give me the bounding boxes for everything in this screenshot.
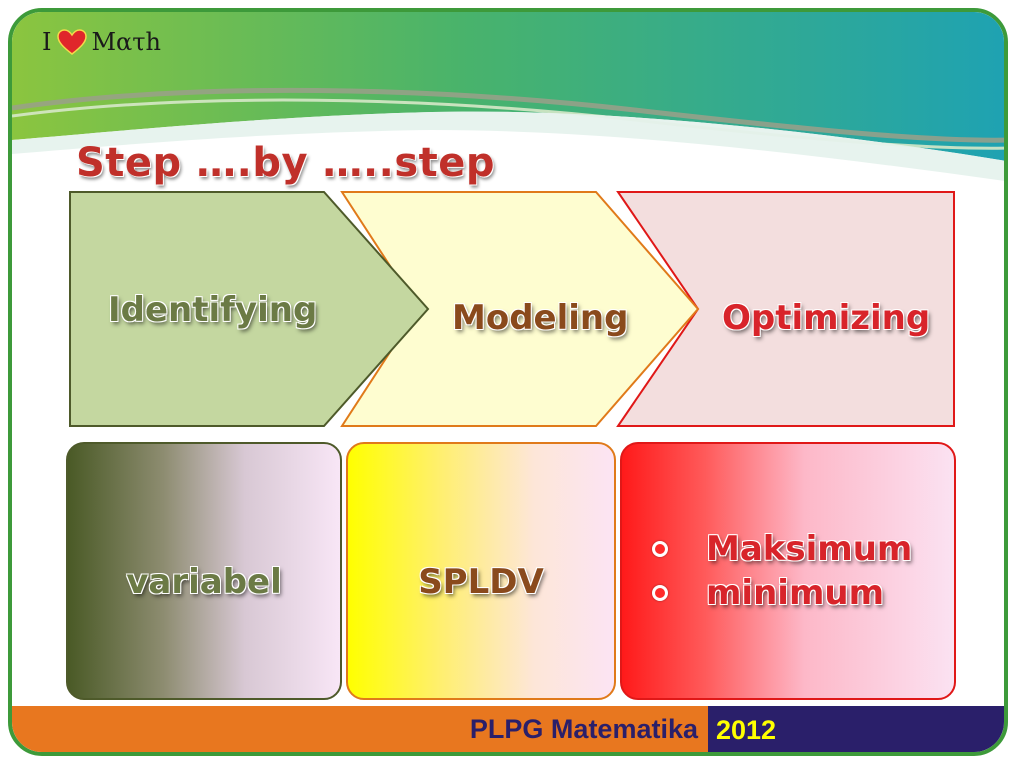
process-arrows (69, 191, 955, 427)
card-variabel-text: variabel (126, 562, 282, 602)
step-identifying: Identifying (108, 290, 318, 330)
logo: I Mατh (42, 28, 161, 56)
footer-year: 2012 (712, 712, 792, 748)
footer-bar: PLPG Matematika 2012 (12, 706, 1004, 752)
step-modeling: Modeling (452, 298, 629, 338)
slide-frame: I Mατh Step ….by …..step Identifying Mod… (8, 8, 1008, 756)
logo-prefix: I (42, 28, 52, 56)
card-spldv: SPLDV (346, 442, 616, 700)
step-shape-identifying (69, 191, 430, 427)
footer-orange-band: PLPG Matematika (12, 706, 708, 752)
heart-icon (57, 29, 88, 55)
list-item: Maksimum (652, 527, 912, 571)
goal-maksimum: Maksimum (706, 529, 913, 569)
card-optimization-goals: Maksimum minimum (620, 442, 956, 700)
footer-navy-band: 2012 (708, 706, 1004, 752)
list-item: minimum (652, 571, 912, 615)
goals-list: Maksimum minimum (622, 527, 912, 615)
slide-title: Step ….by …..step (76, 140, 496, 186)
header-banner (12, 12, 1004, 181)
bullet-icon (652, 541, 668, 557)
card-spldv-text: SPLDV (418, 562, 544, 602)
logo-suffix: Mατh (91, 28, 161, 56)
footer-name: PLPG Matematika (469, 714, 698, 744)
goal-minimum: minimum (706, 573, 885, 613)
step-optimizing: Optimizing (722, 298, 931, 338)
bullet-icon (652, 585, 668, 601)
card-variabel: variabel (66, 442, 342, 700)
step-shape-optimizing (616, 191, 955, 427)
